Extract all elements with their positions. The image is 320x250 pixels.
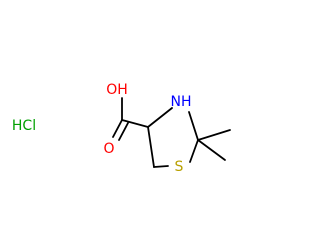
amine-label: NH [171, 94, 192, 110]
bond-c2-methyl-1 [197, 129, 231, 141]
bond-c5-s [153, 165, 169, 168]
hydrochloride-label: HCl [12, 118, 36, 134]
atom-label-layer: OH O NH S HCl [12, 82, 192, 175]
structure-drawing: OH O NH S HCl [12, 82, 231, 175]
bond-layer [112, 97, 231, 168]
molecule-canvas: OH O NH S HCl [11, 82, 231, 175]
hydroxyl-label: OH [106, 82, 128, 98]
bond-s-c2 [189, 139, 199, 163]
bond-carboxyl-o-double-b [118, 122, 129, 141]
bond-c4-c5 [147, 126, 155, 168]
bond-n-c4 [147, 107, 173, 128]
sulfur-label: S [175, 159, 184, 175]
bond-carboxyl-o-double-a [112, 119, 123, 138]
carbonyl-oxygen-label: O [103, 141, 114, 157]
bond-c2-n [188, 111, 199, 141]
bond-c4-carboxyl [121, 119, 149, 128]
bond-c2-methyl-2 [197, 139, 226, 161]
